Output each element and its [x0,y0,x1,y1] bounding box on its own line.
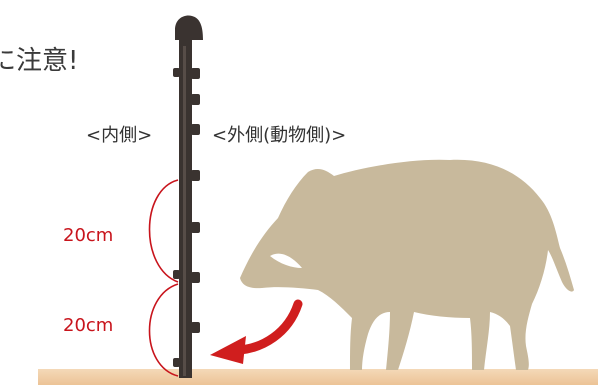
ground [38,369,598,385]
label-outside: <外側(動物側)> [212,125,347,146]
label-inside: <内側> [86,125,153,146]
heading-warning: に注意! [0,46,79,76]
boar-silhouette [240,159,574,370]
insulators [173,68,200,367]
height-brackets [148,179,179,377]
boar-tusk [270,253,302,268]
fence-post [175,15,203,378]
boar-direction-arrow [210,299,303,364]
measurement-upper: 20cm [63,225,114,246]
measurement-lower: 20cm [63,315,114,336]
